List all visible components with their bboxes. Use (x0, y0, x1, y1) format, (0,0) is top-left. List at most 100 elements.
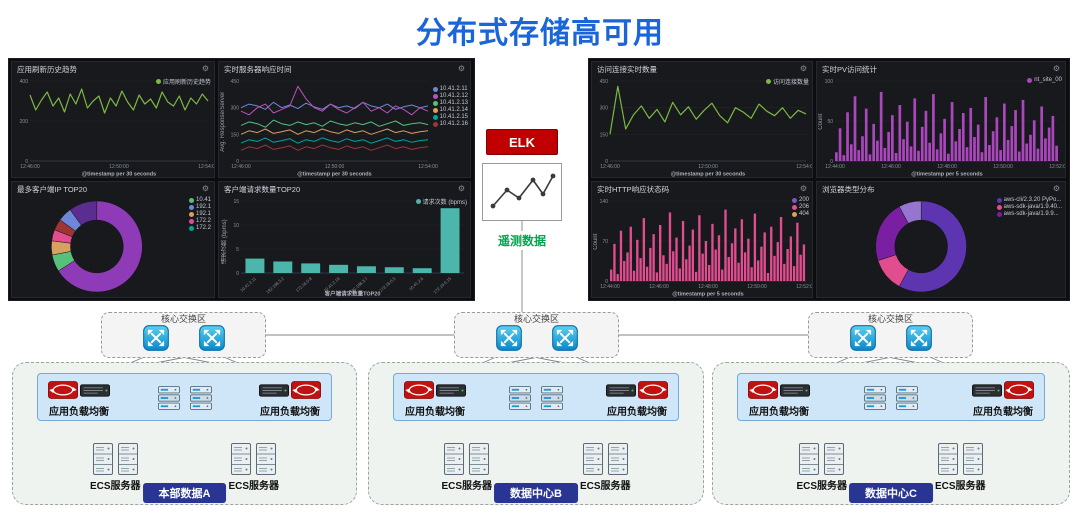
loadbalancer-label: 应用负载均衡 (260, 407, 320, 418)
panel-browser-types: 浏览器类型分布⚙ aws-cli/2.3.20 PyPo... aws-sdk-… (816, 181, 1066, 298)
ecs-server-group: ECS服务器 (796, 443, 847, 492)
gear-icon[interactable]: ⚙ (201, 184, 209, 193)
legend-label: 206 (798, 204, 809, 210)
y-axis-title: Count (593, 233, 599, 250)
server-rack-icon (256, 443, 276, 475)
switch-icon (199, 325, 225, 351)
page-title: 分布式存储高可用 (416, 17, 664, 50)
svg-text:140: 140 (600, 199, 609, 205)
legend-dot (996, 211, 1002, 217)
ecs-server-group: ECS服务器 (229, 443, 279, 492)
server-rack-icon (444, 443, 464, 475)
gear-icon[interactable]: ⚙ (457, 184, 465, 193)
svg-text:10.41.2.11: 10.41.2.11 (239, 276, 257, 293)
svg-text:12:54:00: 12:54:00 (198, 164, 214, 170)
legend-label: 172.2 (195, 218, 211, 224)
chart-legend: nt_site_00 (1027, 77, 1062, 83)
ecs-label: ECS服务器 (441, 481, 492, 492)
y-axis-title: 请求次数 (bpms) (222, 219, 228, 264)
legend-dot (1027, 77, 1033, 83)
dashboard-left: 应用刷新历史趋势⚙ 020040012:46:0012:50:0012:54:0… (8, 58, 475, 301)
legend-dot (791, 211, 797, 217)
loadbalancer-zone: 应用负载均衡 应用负载均衡 (393, 373, 679, 421)
svg-text:@timestamp per 30 seconds: @timestamp per 30 seconds (671, 172, 745, 178)
svg-text:150: 150 (231, 132, 240, 138)
y-axis-title: Count (818, 113, 824, 130)
legend-dot (188, 204, 194, 210)
svg-text:200: 200 (20, 119, 29, 125)
server-rack-icon (824, 443, 844, 475)
svg-text:12:46:00: 12:46:00 (231, 164, 251, 170)
svg-text:300: 300 (600, 106, 609, 112)
core-switch-zone-a: 核心交换区 (101, 312, 266, 358)
core-zone-label: 核心交换区 (513, 314, 559, 324)
loadbalancer-zone: 应用负载均衡 应用负载均衡 (737, 373, 1045, 421)
ecs-label: ECS服务器 (89, 481, 141, 492)
svg-text:0: 0 (25, 159, 28, 165)
legend-label: 10.41.2.13 (439, 100, 468, 106)
switch-icon (906, 325, 932, 351)
svg-text:12:52:00: 12:52:00 (796, 284, 812, 290)
chart-legend: 10.41.2.11 10.41.2.12 10.41.2.13 10.41.2… (432, 86, 468, 127)
svg-text:0: 0 (830, 159, 833, 165)
legend-label: 10.41.2.11 (439, 86, 468, 92)
ecs-server-group: ECS服务器 (90, 443, 141, 492)
svg-text:12:50:00: 12:50:00 (109, 164, 129, 170)
gear-icon[interactable]: ⚙ (201, 64, 209, 73)
legend-label: 192.1 (195, 204, 211, 210)
chart-legend: aws-cli/2.3.20 PyPo... aws-sdk-java/1.9.… (996, 197, 1062, 217)
svg-text:50: 50 (827, 119, 833, 125)
switch-icon (496, 325, 522, 351)
svg-text:172.16.0.8: 172.16.0.8 (295, 276, 314, 293)
legend-label: 请求次数 (bpms) (422, 200, 467, 206)
panel-title: 实时服务器响应时间 (224, 64, 292, 74)
browser-types-donut-chart (817, 196, 1065, 297)
datacenter-badge: 数据中心B (494, 483, 578, 503)
legend-label: 10.41.2.16 (439, 121, 468, 127)
loadbalancer-label: 应用负载均衡 (749, 407, 809, 418)
legend-label: nt_site_00 (1034, 77, 1062, 83)
svg-text:400: 400 (20, 79, 29, 85)
ecs-label: ECS服务器 (580, 481, 631, 492)
svg-text:10.41.2.19: 10.41.2.19 (323, 276, 342, 293)
svg-text:172.16.0.3: 172.16.0.3 (378, 276, 397, 293)
gear-icon[interactable]: ⚙ (457, 64, 465, 73)
loadbalancer-label: 应用负载均衡 (405, 407, 465, 418)
legend-dot (188, 225, 194, 231)
legend-dot (432, 86, 438, 92)
gear-icon[interactable]: ⚙ (799, 64, 807, 73)
elk-box: ELK (486, 129, 558, 155)
svg-text:450: 450 (231, 79, 240, 85)
legend-dot (432, 93, 438, 99)
legend-label: 200 (798, 197, 809, 203)
gear-icon[interactable]: ⚙ (1052, 64, 1060, 73)
svg-text:10.41.2.6: 10.41.2.6 (408, 276, 425, 292)
top-clients-donut-chart (12, 196, 214, 297)
legend-label: 404 (798, 211, 809, 217)
server-rack-icon (231, 443, 251, 475)
server-rack-icon (118, 443, 138, 475)
appliance-icon (80, 384, 110, 397)
panel-title: 最多客户端IP TOP20 (17, 184, 88, 194)
y-axis-title: Avg. Response/Server (220, 91, 226, 152)
svg-text:300: 300 (231, 106, 240, 112)
gear-icon[interactable]: ⚙ (799, 184, 807, 193)
legend-label: 192.1 (195, 211, 211, 217)
legend-label: aws-cli/2.3.20 PyPo... (1003, 197, 1062, 203)
legend-dot (188, 197, 194, 203)
legend-label: 10.41 (195, 197, 211, 203)
core-zone-label: 核心交换区 (867, 314, 913, 324)
legend-dot (415, 199, 421, 204)
svg-text:12:48:00: 12:48:00 (937, 164, 957, 170)
telemetry-label: 遥测数据 (478, 231, 566, 250)
chart-legend: 200 206 404 (791, 197, 809, 217)
connections-line-chart: 015030045012:46:0012:50:0012:54:00@times… (592, 76, 812, 177)
gear-icon[interactable]: ⚙ (1052, 184, 1060, 193)
loadbalancer-label: 应用负载均衡 (607, 407, 667, 418)
server-rack-icon (963, 443, 983, 475)
